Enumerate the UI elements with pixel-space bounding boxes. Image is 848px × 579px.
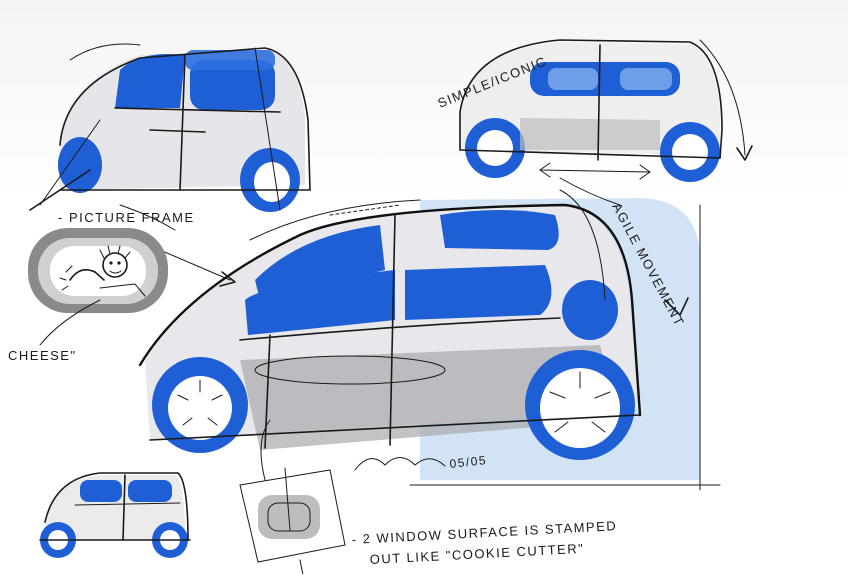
car-sketch-main: [138, 189, 642, 460]
cheese-frame-vignette: [28, 228, 168, 313]
agile-movement-arrow: [664, 297, 689, 316]
leader-lines: [39, 177, 621, 346]
annotation-signature-date: 05/05: [449, 453, 488, 471]
cookie-cutter-stamp-sketch: [239, 419, 346, 576]
annotation-cheese: CHEESE": [8, 348, 77, 363]
annotation-window-note-line2: OUT LIKE "COOKIE CUTTER": [369, 541, 584, 567]
annotation-picture-frame: - PICTURE FRAME: [58, 210, 195, 225]
car-sketch-top-right: [459, 39, 753, 182]
car-sketch-bottom-left: [39, 472, 191, 558]
signature-scribble: [354, 457, 446, 471]
car-sketch-top-left: [29, 43, 311, 212]
